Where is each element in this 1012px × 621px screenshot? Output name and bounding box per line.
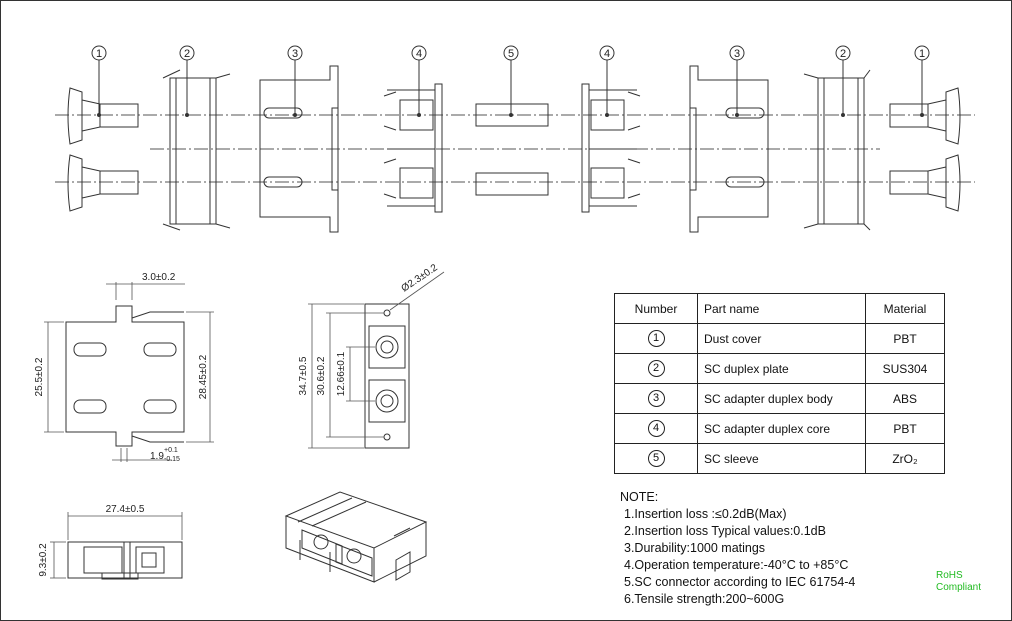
callout-number: 2 [184, 48, 190, 60]
part-name: SC adapter duplex core [697, 413, 866, 444]
table-row: 4 SC adapter duplex core PBT [614, 413, 945, 444]
part-material: PBT [865, 323, 945, 354]
part-number: 5 [647, 450, 665, 467]
callout-leaders [98, 60, 923, 115]
sc-sleeves [475, 103, 549, 196]
note-item: 2.Insertion loss Typical values:0.1dB [624, 524, 826, 538]
part-name: SC duplex plate [697, 353, 866, 384]
part-number: 4 [647, 420, 665, 437]
col-header-part-name: Part name [697, 293, 866, 324]
callout-number: 5 [508, 48, 514, 60]
notes-title: NOTE: [620, 490, 659, 504]
dim-plate-length: 34.7±0.5 [298, 356, 309, 395]
top-view-dimension-lines [50, 512, 183, 579]
end-view [364, 303, 410, 449]
callout-numbers: 1 2 3 4 5 4 3 2 1 [96, 48, 925, 60]
table-row: 5 SC sleeve ZrO₂ [614, 443, 945, 474]
rohs-badge: RoHS Compliant [936, 570, 981, 594]
callout-number: 3 [734, 48, 740, 60]
notes-block: NOTE: 1.Insertion loss :≤0.2dB(Max) 2.In… [620, 489, 855, 608]
adapter-core-right [581, 83, 641, 213]
callout-circles [91, 45, 930, 61]
duplex-plate-right [803, 69, 871, 231]
part-number: 1 [647, 330, 665, 347]
note-item: 4.Operation temperature:-40°C to +85°C [624, 558, 849, 572]
front-view-dimension-lines [44, 282, 214, 462]
dim-core-offset-tol-plus: +0.1 [164, 447, 178, 454]
table-row: 1 Dust cover PBT [614, 323, 945, 354]
adapter-body-left [259, 65, 339, 233]
note-item: 1.Insertion loss :≤0.2dB(Max) [624, 507, 787, 521]
dust-cover-right [889, 87, 961, 212]
isometric-view [284, 491, 428, 583]
note-item: 3.Durability:1000 matings [624, 541, 766, 555]
callout-number: 4 [604, 48, 610, 60]
rohs-line1: RoHS [936, 570, 963, 581]
dim-flange-width: 3.0±0.2 [142, 272, 176, 283]
col-header-number: Number [614, 293, 698, 324]
note-item: 5.SC connector according to IEC 61754-4 [624, 575, 856, 589]
top-view [67, 541, 183, 580]
part-material: PBT [865, 413, 945, 444]
front-view [65, 305, 185, 447]
dim-body-thickness: 9.3±0.2 [38, 543, 49, 577]
dim-overall-height: 28.45±0.2 [198, 354, 209, 399]
rohs-line2: Compliant [936, 582, 982, 593]
part-number: 3 [647, 390, 665, 407]
callout-dots [97, 113, 924, 117]
part-number: 2 [647, 360, 665, 377]
part-name: SC adapter duplex body [697, 383, 866, 414]
dim-body-length: 27.4±0.5 [106, 504, 145, 515]
table-row: 3 SC adapter duplex body ABS [614, 383, 945, 414]
part-material: ZrO₂ [865, 443, 945, 474]
part-name: Dust cover [697, 323, 866, 354]
callout-number: 2 [840, 48, 846, 60]
callout-number: 1 [919, 48, 925, 60]
dust-cover-left [67, 87, 139, 212]
callout-number: 3 [292, 48, 298, 60]
duplex-plate-left [162, 69, 231, 231]
end-view-dimension-lines [308, 271, 445, 449]
table-row: 2 SC duplex plate SUS304 [614, 353, 945, 384]
callout-number: 4 [416, 48, 422, 60]
adapter-core-left [383, 83, 443, 213]
part-name: SC sleeve [697, 443, 866, 474]
part-material: SUS304 [865, 353, 945, 384]
parts-table: Number Part name Material 1 Dust cover P… [614, 293, 945, 474]
dim-hole-span: 30.6±0.2 [316, 356, 327, 395]
dim-body-height: 25.5±0.2 [34, 357, 45, 396]
exploded-centerlines [55, 114, 975, 183]
note-item: 6.Tensile strength:200~600G [624, 592, 785, 606]
dim-port-pitch: 12.66±0.1 [336, 351, 347, 396]
dim-core-offset-tol-minus: -0.15 [164, 456, 180, 463]
col-header-material: Material [865, 293, 945, 324]
part-material: ABS [865, 383, 945, 414]
callout-number: 1 [96, 48, 102, 60]
table-header-row: Number Part name Material [614, 293, 945, 324]
adapter-body-right [689, 65, 769, 233]
dim-core-offset: 1.9 [150, 451, 164, 462]
dim-hole-diameter: Ø2.3±0.2 [400, 262, 441, 294]
